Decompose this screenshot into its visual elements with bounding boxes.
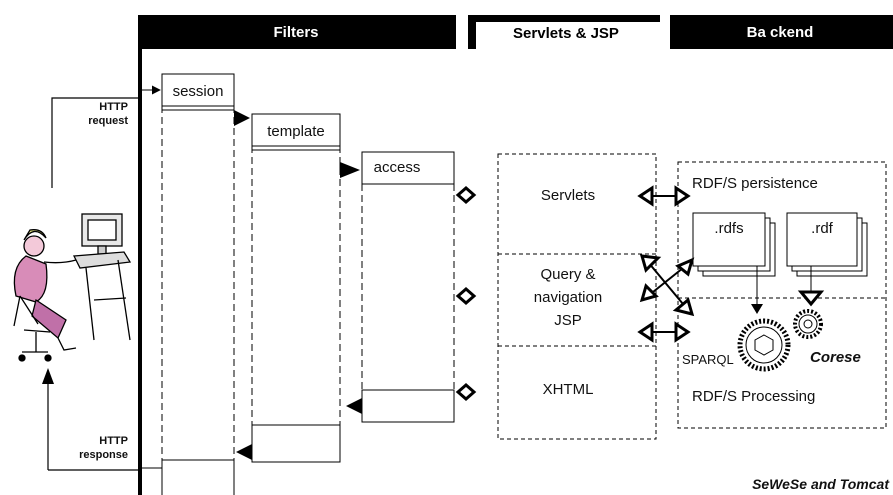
double-arrow-icon	[637, 185, 691, 343]
http-response-label-2: response	[79, 449, 128, 461]
backend-container	[677, 161, 887, 429]
servlets-jsp-container	[497, 153, 657, 440]
rdfs-processing-label: RDF/S Processing	[692, 388, 815, 405]
gear-small-icon	[793, 309, 823, 339]
header-filters: Filters	[273, 24, 318, 41]
session-label: session	[173, 83, 224, 100]
connector-xhtml	[455, 383, 477, 401]
query-label-1: Query &	[540, 266, 595, 283]
rdfs-persistence-label: RDF/S persistence	[692, 175, 818, 192]
sparql-label: SPARQL	[682, 352, 734, 367]
user-at-computer-icon	[13, 213, 132, 362]
template-box	[251, 113, 341, 147]
access-label: access	[374, 159, 421, 176]
svg-text:.rdf: .rdf	[811, 220, 834, 237]
http-request-label-1: HTTP	[99, 101, 128, 113]
header-backend: Ba ckend	[747, 24, 814, 41]
http-request-label-2: request	[88, 115, 128, 127]
session-box	[161, 73, 235, 107]
corese-label: Corese	[810, 349, 861, 366]
cross-arrow-icon	[639, 254, 695, 317]
gear-large-icon	[737, 318, 791, 372]
connector-servlets	[455, 186, 477, 204]
rdfs-document: .rdfs	[692, 212, 776, 277]
svg-text:.rdfs: .rdfs	[714, 220, 743, 237]
template-label: template	[267, 123, 325, 140]
connector-query	[455, 287, 477, 305]
access-box	[361, 151, 455, 185]
query-label-3: JSP	[554, 312, 582, 329]
servlets-label: Servlets	[541, 187, 595, 204]
rdf-document: .rdf	[786, 212, 868, 277]
http-response-label-1: HTTP	[99, 435, 128, 447]
footer-caption: SeWeSe and Tomcat	[752, 476, 890, 492]
xhtml-label: XHTML	[543, 381, 594, 398]
header-servlets-jsp: Servlets & JSP	[513, 25, 619, 42]
query-label-2: navigation	[534, 289, 602, 306]
